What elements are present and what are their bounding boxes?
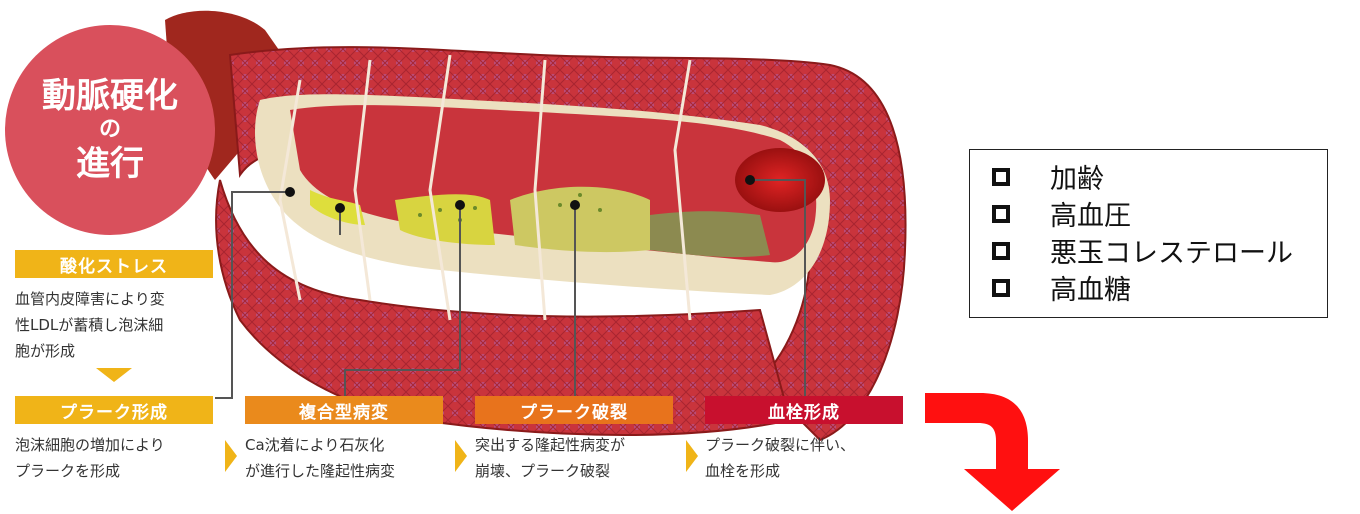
stage-desc-complex-lesion: Ca沈着により石灰化 が進行した隆起性病変 xyxy=(245,432,460,484)
arrow-right-icon xyxy=(455,440,467,472)
stage-desc-oxidative-stress: 血管内皮障害により変 性LDLが蓄積し泡沫細 胞が形成 xyxy=(15,286,225,364)
risk-item: 高血糖 xyxy=(992,269,1327,306)
risk-item-label: 加齢 xyxy=(1050,157,1104,196)
checkbox-icon xyxy=(992,242,1010,260)
risk-item: 加齢 xyxy=(992,158,1327,195)
checkbox-icon xyxy=(992,279,1010,297)
title-badge: 動脈硬化 の 進行 xyxy=(5,25,215,235)
stage-label-thrombus-formation: 血栓形成 xyxy=(705,396,903,424)
title-line-1: 動脈硬化 xyxy=(42,75,178,117)
title-line-2: の xyxy=(99,117,121,143)
stage-label-oxidative-stress: 酸化ストレス xyxy=(15,250,213,278)
stage-desc-plaque-rupture: 突出する隆起性病変が 崩壊、プラーク破裂 xyxy=(475,432,690,484)
arrow-right-icon xyxy=(225,440,237,472)
risk-item: 悪玉コレステロール xyxy=(992,232,1327,269)
risk-item-label: 悪玉コレステロール xyxy=(1050,231,1293,270)
stage-label-plaque-rupture: プラーク破裂 xyxy=(475,396,673,424)
risk-item-label: 高血糖 xyxy=(1050,268,1131,307)
stage-desc-plaque-formation: 泡沫細胞の増加により プラークを形成 xyxy=(15,432,230,484)
checkbox-icon xyxy=(992,205,1010,223)
risk-factor-box: 加齢 高血圧 悪玉コレステロール 高血糖 xyxy=(969,149,1328,318)
risk-item-label: 高血圧 xyxy=(1050,194,1131,233)
stage-desc-thrombus-formation: プラーク破裂に伴い、 血栓を形成 xyxy=(705,432,915,484)
down-turn-arrow-icon xyxy=(920,385,1070,514)
stage-label-complex-lesion: 複合型病変 xyxy=(245,396,443,424)
title-line-3: 進行 xyxy=(76,143,144,185)
arrow-down-icon xyxy=(96,368,132,382)
risk-item: 高血圧 xyxy=(992,195,1327,232)
checkbox-icon xyxy=(992,168,1010,186)
stage-label-plaque-formation: プラーク形成 xyxy=(15,396,213,424)
arrow-right-icon xyxy=(686,440,698,472)
